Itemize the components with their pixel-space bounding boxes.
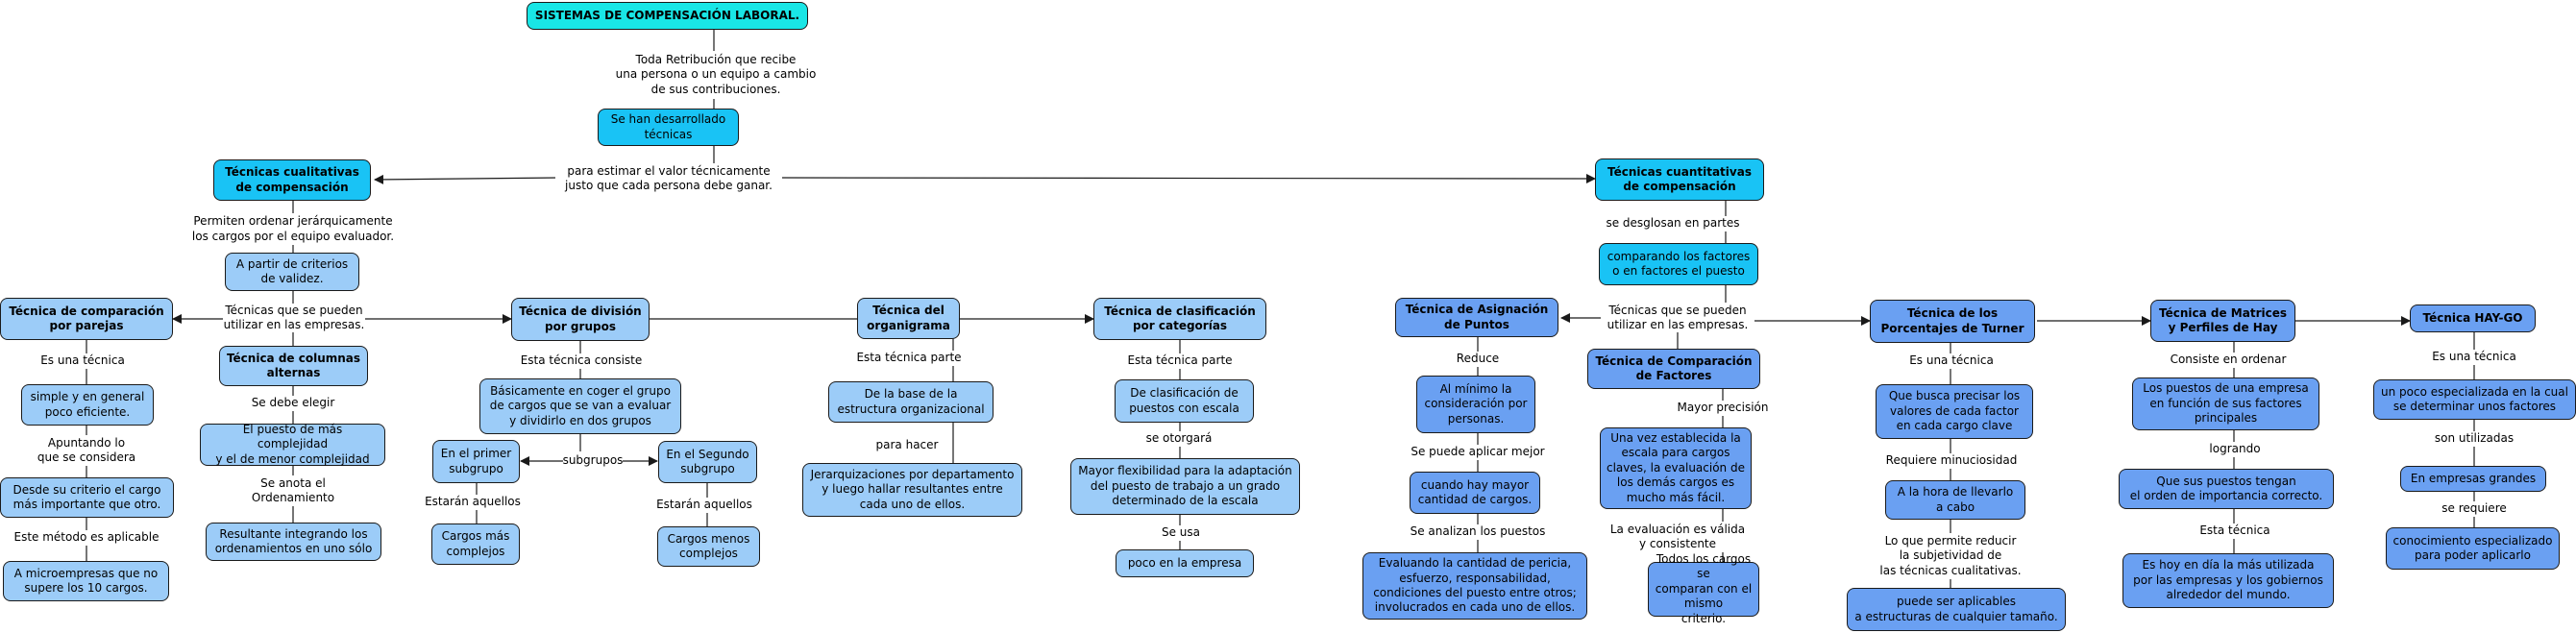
hay-go-node: Técnica HAY-GO: [2410, 304, 2536, 332]
link-label-aplicar-mejor: Se puede aplicar mejor: [1403, 445, 1553, 460]
link-label-minuciosidad: Requiere minuciosidad: [1881, 453, 2022, 469]
link-label-ordenar: Consiste en ordenar: [2166, 353, 2291, 368]
link-label-es-una-tecnica: Es una técnica: [35, 353, 131, 369]
large-companies-node: En empresas grandes: [2400, 466, 2546, 492]
link-label-utilizadas: son utilizadas: [2427, 431, 2521, 447]
link-label-es-una-tecnica-3: Es una técnica: [2425, 350, 2523, 365]
link-label-es-una-tecnica-2: Es una técnica: [1901, 353, 2002, 369]
link-label-metodo: Este método es aplicable: [8, 530, 165, 546]
link-label-precision: Mayor precisión: [1670, 401, 1776, 416]
link-label-otorgara: se otorgará: [1140, 431, 1218, 447]
link-label-elegir: Se debe elegir: [244, 396, 342, 411]
link-label-subgrupos: subgrupos: [562, 453, 624, 469]
little-in-company-node: poco en la empresa: [1116, 549, 1254, 577]
link-label-esta-tecnica: Esta técnica: [2193, 523, 2277, 539]
link-label-para-hacer: para hacer: [871, 438, 944, 453]
link-label-analizan: Se analizan los puestos: [1403, 524, 1553, 540]
link-label-consiste: Esta técnica consiste: [511, 353, 651, 369]
link-label-reduce: Reduce: [1451, 352, 1505, 367]
link-label-se-usa: Se usa: [1153, 525, 1209, 541]
link-label-parte-1: Esta técnica parte: [849, 351, 969, 366]
link-label-estaran-2: Estarán aquellos: [650, 498, 759, 513]
link-label-logrando: logrando: [2206, 442, 2264, 457]
root-node: SISTEMAS DE COMPENSACIÓN LABORAL.: [527, 2, 808, 30]
evaluating-node: Evaluando la cantidad de pericia,esfuerz…: [1362, 552, 1587, 620]
link-label-desglosan: se desglosan en partes: [1601, 216, 1745, 231]
link-label-requiere: se requiere: [2435, 501, 2514, 517]
link-label-parte-2: Esta técnica parte: [1115, 353, 1245, 369]
link-label-estaran-1: Estarán aquellos: [419, 495, 527, 510]
